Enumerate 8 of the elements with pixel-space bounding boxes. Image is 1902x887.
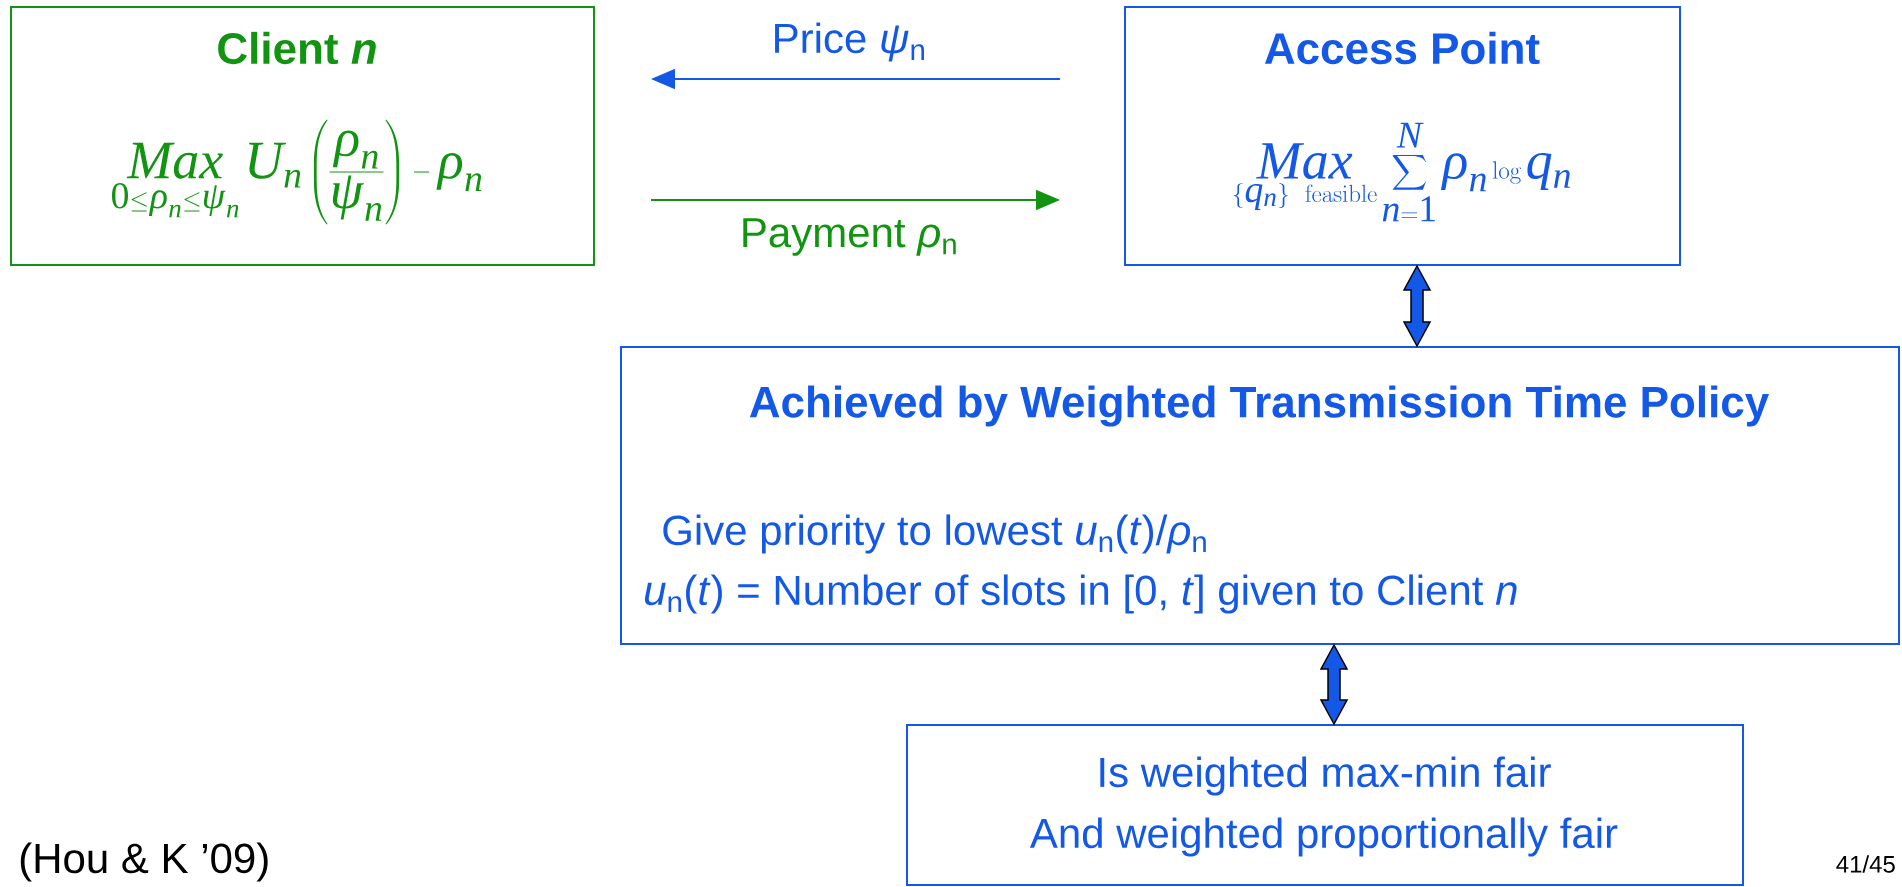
page-number: 41/45 bbox=[1836, 855, 1895, 873]
result-box: Is weighted max-min fair And weighted proportionally fair bbox=[906, 724, 1744, 886]
access-point-box: Access Point $\mathop{Max}\limits_{\{q_n\}\ \mathrm{feasible}}\sum_{n=1}^{N}\rho_n\log q_n$ bbox=[1124, 6, 1681, 266]
policy-box: Achieved by Weighted Transmission Time Policy Give priority to lowest u$_{n}$(t)/ρ$_{n}$ u$_{n}$(t) = Number of slots in [0, t] given to Client n bbox=[620, 346, 1900, 645]
edge-label: Price ψ$_{n}$ bbox=[770, 21, 928, 63]
citation: (Hou & K ’09) bbox=[20, 842, 268, 882]
edge-label: Payment ρ$_{n}$ bbox=[738, 217, 960, 257]
client-box: Client n $\mathop{Max}\limits_{0\le\rho_n\le\psi_n} U_n\left(\dfrac{\rho_n}{\psi_n}\right)-\rho_n$ bbox=[10, 6, 595, 266]
